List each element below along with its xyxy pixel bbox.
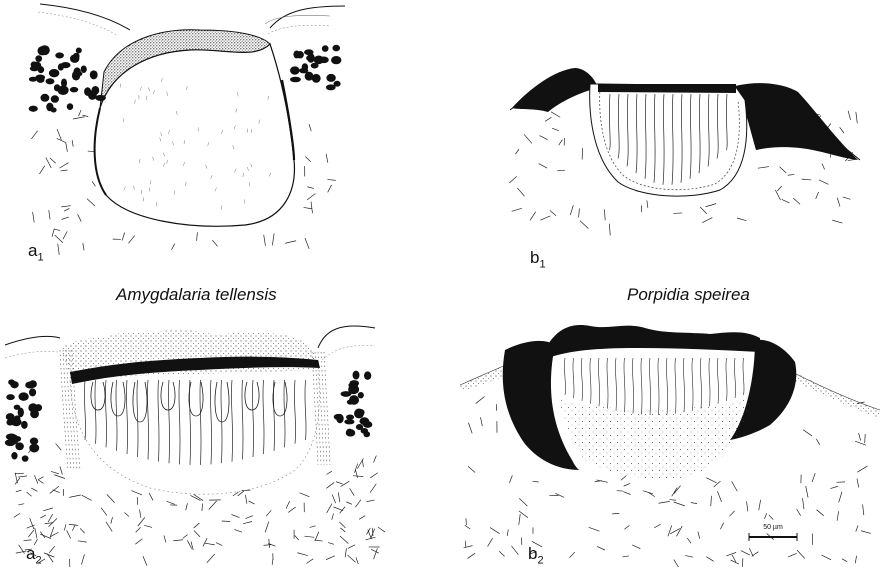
epithecium-b1 bbox=[598, 84, 736, 93]
diagram-a2 bbox=[5, 326, 385, 567]
diagram-b2: 50 µm bbox=[460, 325, 880, 567]
exciple-left-b1 bbox=[512, 68, 598, 112]
apothecium-b1 bbox=[590, 84, 747, 196]
epithecium-b2 bbox=[545, 325, 760, 358]
thallus-texture-a2 bbox=[14, 444, 385, 567]
diagram-a1 bbox=[29, 4, 345, 255]
species-name-left: Amygdalaria tellensis bbox=[116, 285, 277, 305]
scale-bar: 50 µm bbox=[749, 524, 797, 541]
algal-cells-left-a1 bbox=[29, 45, 106, 112]
panel-label-a2: a2 bbox=[26, 544, 42, 566]
diagram-b1 bbox=[509, 68, 860, 236]
algal-cells-left-a2 bbox=[5, 379, 42, 461]
algal-cells-right-a2 bbox=[334, 371, 373, 438]
algal-cells-right-a1 bbox=[290, 45, 341, 91]
panel-subscript: 1 bbox=[539, 258, 545, 270]
exciple-right-b1 bbox=[735, 83, 858, 160]
panel-label-a1: a1 bbox=[28, 241, 44, 263]
panel-label-b1: b1 bbox=[530, 248, 546, 270]
species-name-right: Porpidia speirea bbox=[627, 285, 750, 305]
panel-subscript: 2 bbox=[537, 554, 543, 566]
asci-a2 bbox=[84, 380, 306, 465]
panel-label-b2: b2 bbox=[528, 544, 544, 566]
panel-subscript: 2 bbox=[35, 554, 41, 566]
panel-subscript: 1 bbox=[37, 251, 43, 263]
scale-bar-label: 50 µm bbox=[763, 524, 783, 531]
